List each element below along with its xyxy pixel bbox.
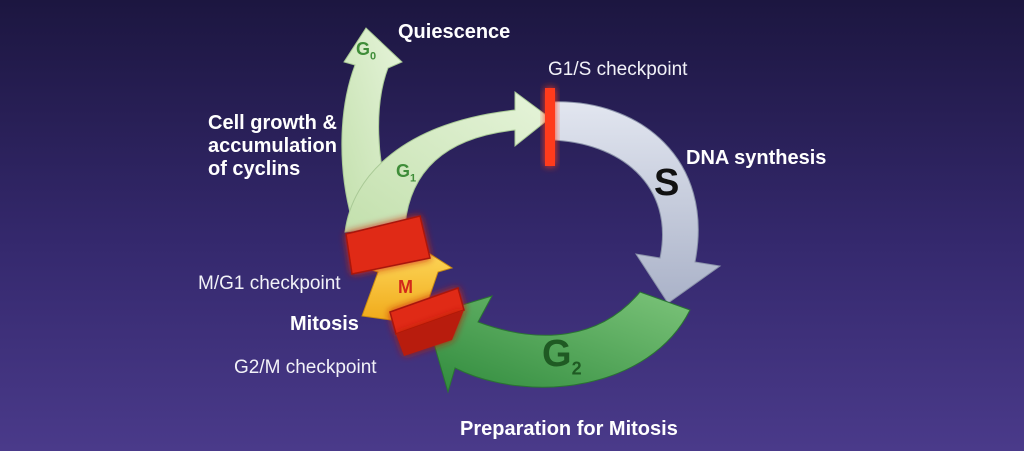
g1-arrow bbox=[344, 91, 551, 233]
mg1-checkpoint-label: M/G1 checkpoint bbox=[198, 273, 341, 294]
growth-label-line3: of cyclins bbox=[208, 158, 301, 180]
g1s-checkpoint-bar bbox=[545, 88, 555, 166]
g1-phase-label: G1 bbox=[396, 161, 417, 185]
g0-phase-label: G0 bbox=[356, 39, 377, 63]
growth-label-line1: Cell growth & bbox=[208, 112, 337, 134]
mg1-checkpoint-block bbox=[345, 215, 431, 275]
growth-label-line2: accumulation bbox=[208, 135, 337, 157]
dna-synthesis-label: DNA synthesis bbox=[686, 147, 827, 169]
g2-arrow bbox=[425, 291, 691, 394]
g2m-checkpoint-label: G2/M checkpoint bbox=[234, 357, 377, 378]
m-phase-label: M bbox=[398, 277, 413, 297]
s-arrow bbox=[549, 101, 722, 304]
quiescence-label: Quiescence bbox=[398, 21, 511, 43]
mitosis-label: Mitosis bbox=[290, 313, 359, 335]
g2-phase-label: G2 bbox=[542, 333, 582, 379]
prep-mitosis-label: Preparation for Mitosis bbox=[460, 418, 678, 440]
g2m-checkpoint-block-side bbox=[396, 310, 464, 356]
s-phase-label: S bbox=[654, 162, 680, 204]
g1s-checkpoint-label: G1/S checkpoint bbox=[548, 59, 688, 80]
